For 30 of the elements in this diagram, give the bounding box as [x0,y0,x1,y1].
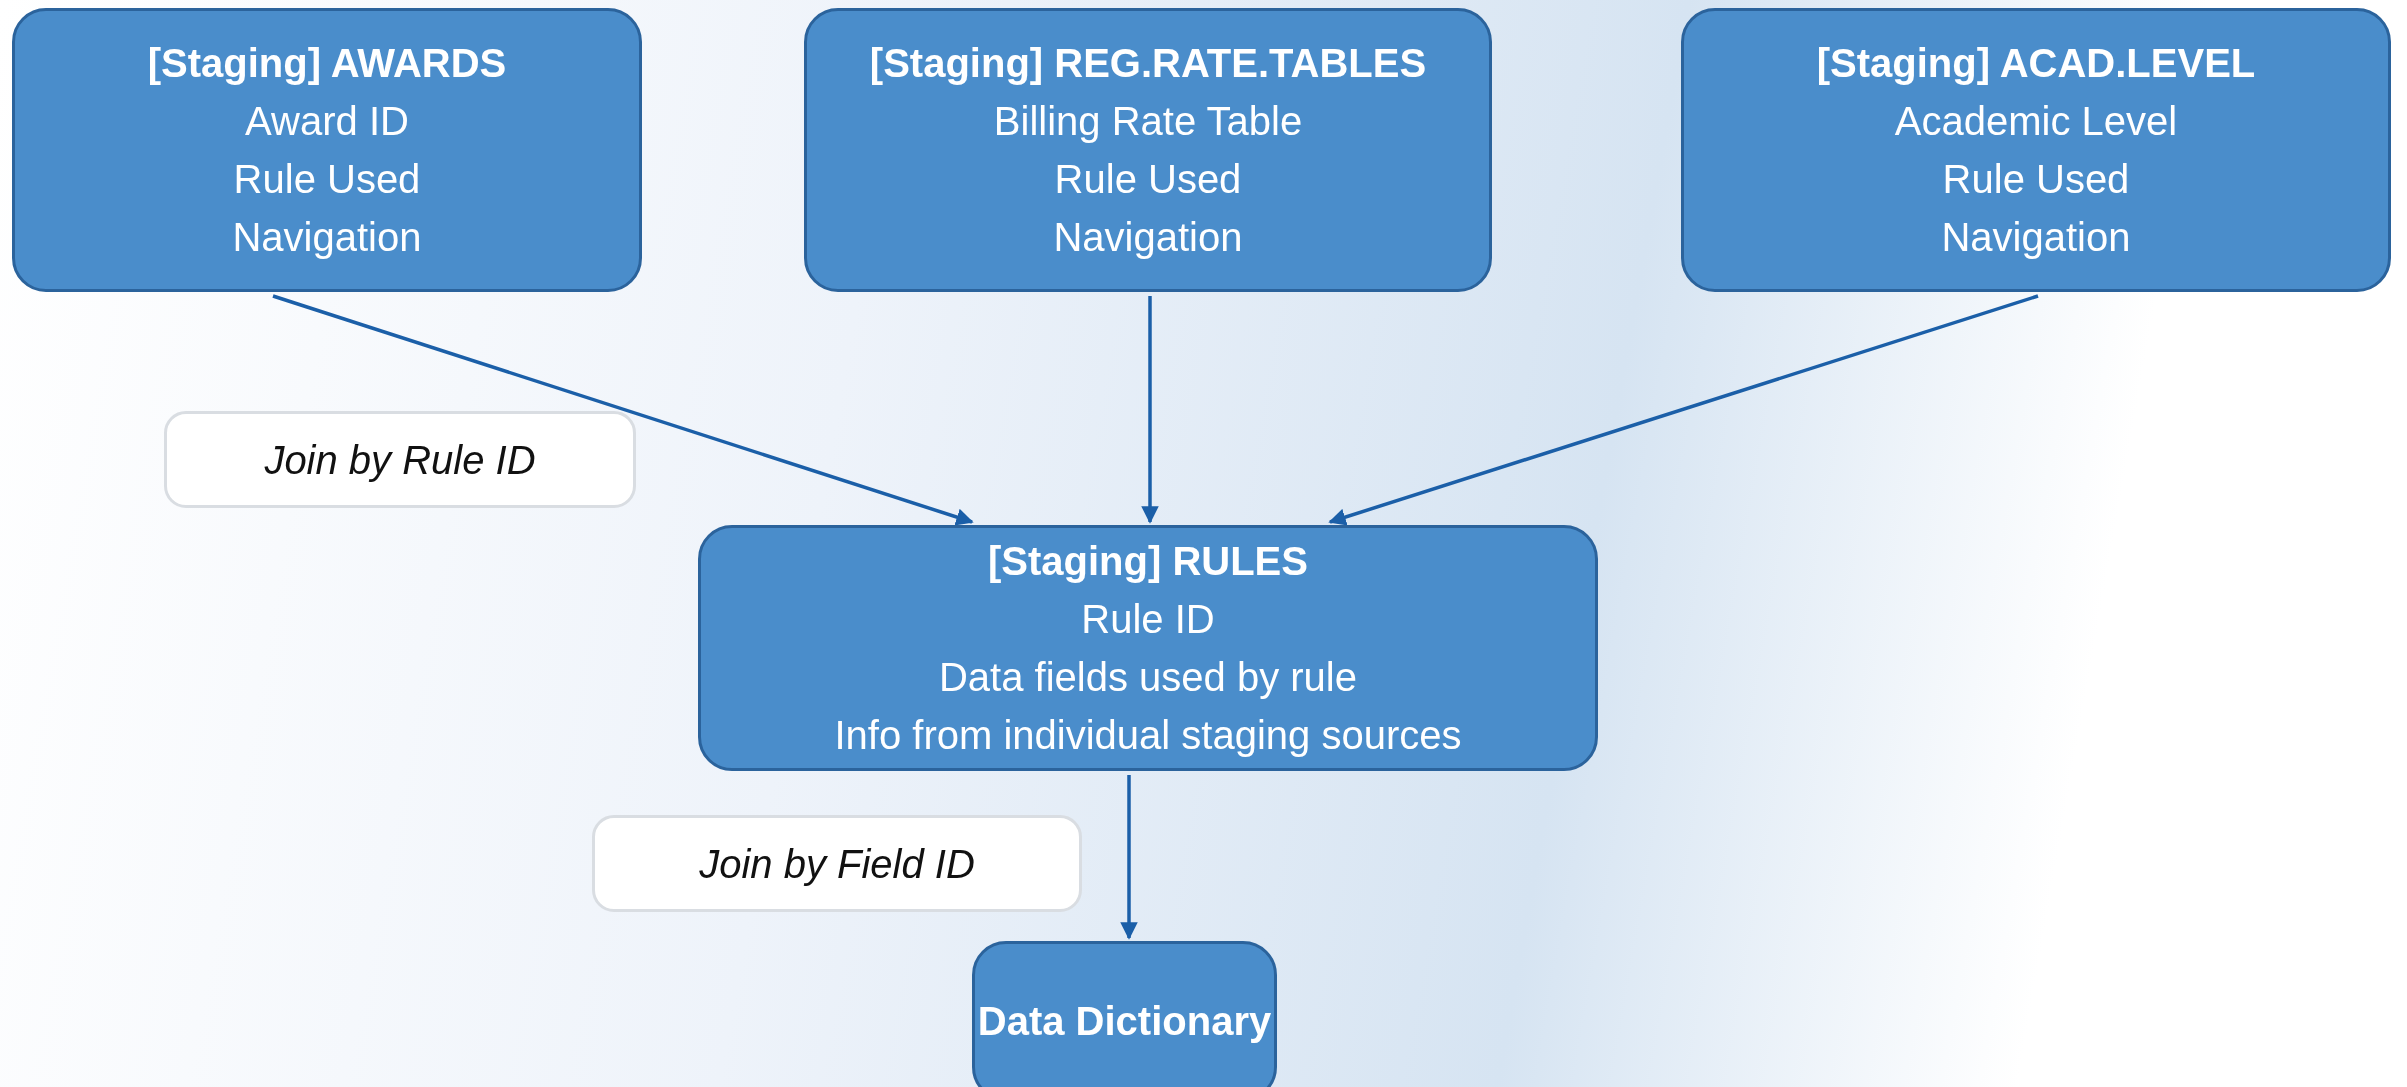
table-box [804,8,1492,292]
note-text: Join by Field ID [699,840,975,888]
note-text: Join by Rule ID [264,436,536,484]
field-text: Navigation [232,214,422,261]
box-title: [Staging] ACAD.LEVEL [1816,40,2256,87]
join-note [164,411,636,508]
field-text: Award ID [245,98,409,145]
table-box [1681,8,2391,292]
field-text: Navigation [1053,214,1243,261]
table-box [972,941,1277,1087]
field-text: Rule ID [1081,596,1215,643]
field-text: Rule Used [233,156,421,203]
field-text: Academic Level [1894,98,2178,145]
table-box [698,525,1598,771]
arrow [1328,294,2039,526]
field-text: Info from individual staging sources [834,712,1462,759]
arrow [272,294,974,526]
field-text: Navigation [1941,214,2131,261]
field-text: Billing Rate Table [993,98,1303,145]
field-text: Rule Used [1054,156,1242,203]
box-title: [Staging] REG.RATE.TABLES [869,40,1427,87]
field-text: Rule Used [1942,156,2130,203]
arrow [1120,775,1138,940]
table-box [12,8,642,292]
arrow [1141,296,1159,524]
field-text: Data fields used by rule [939,654,1357,701]
join-note [592,815,1082,912]
box-title: Data Dictionary [977,998,1272,1045]
box-title: [Staging] AWARDS [147,40,507,87]
box-title: [Staging] RULES [988,538,1308,585]
